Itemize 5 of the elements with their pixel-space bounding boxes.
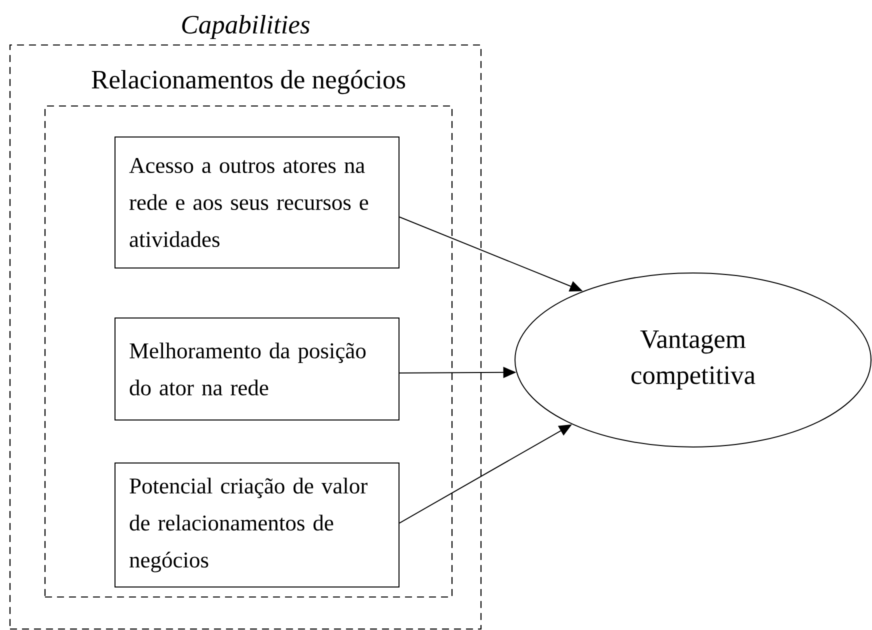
group-heading: Capabilities [182,14,310,40]
process-box: Acesso a outros atores na rede e aos seus recursos e atividades [114,136,400,268]
group-heading: Relacionamentos de negócios [92,70,406,94]
process-box: Potencial criação de valor de relacionamentos de negócios [114,462,400,588]
process-box: Melhoramento da posição do ator na rede [114,318,400,420]
